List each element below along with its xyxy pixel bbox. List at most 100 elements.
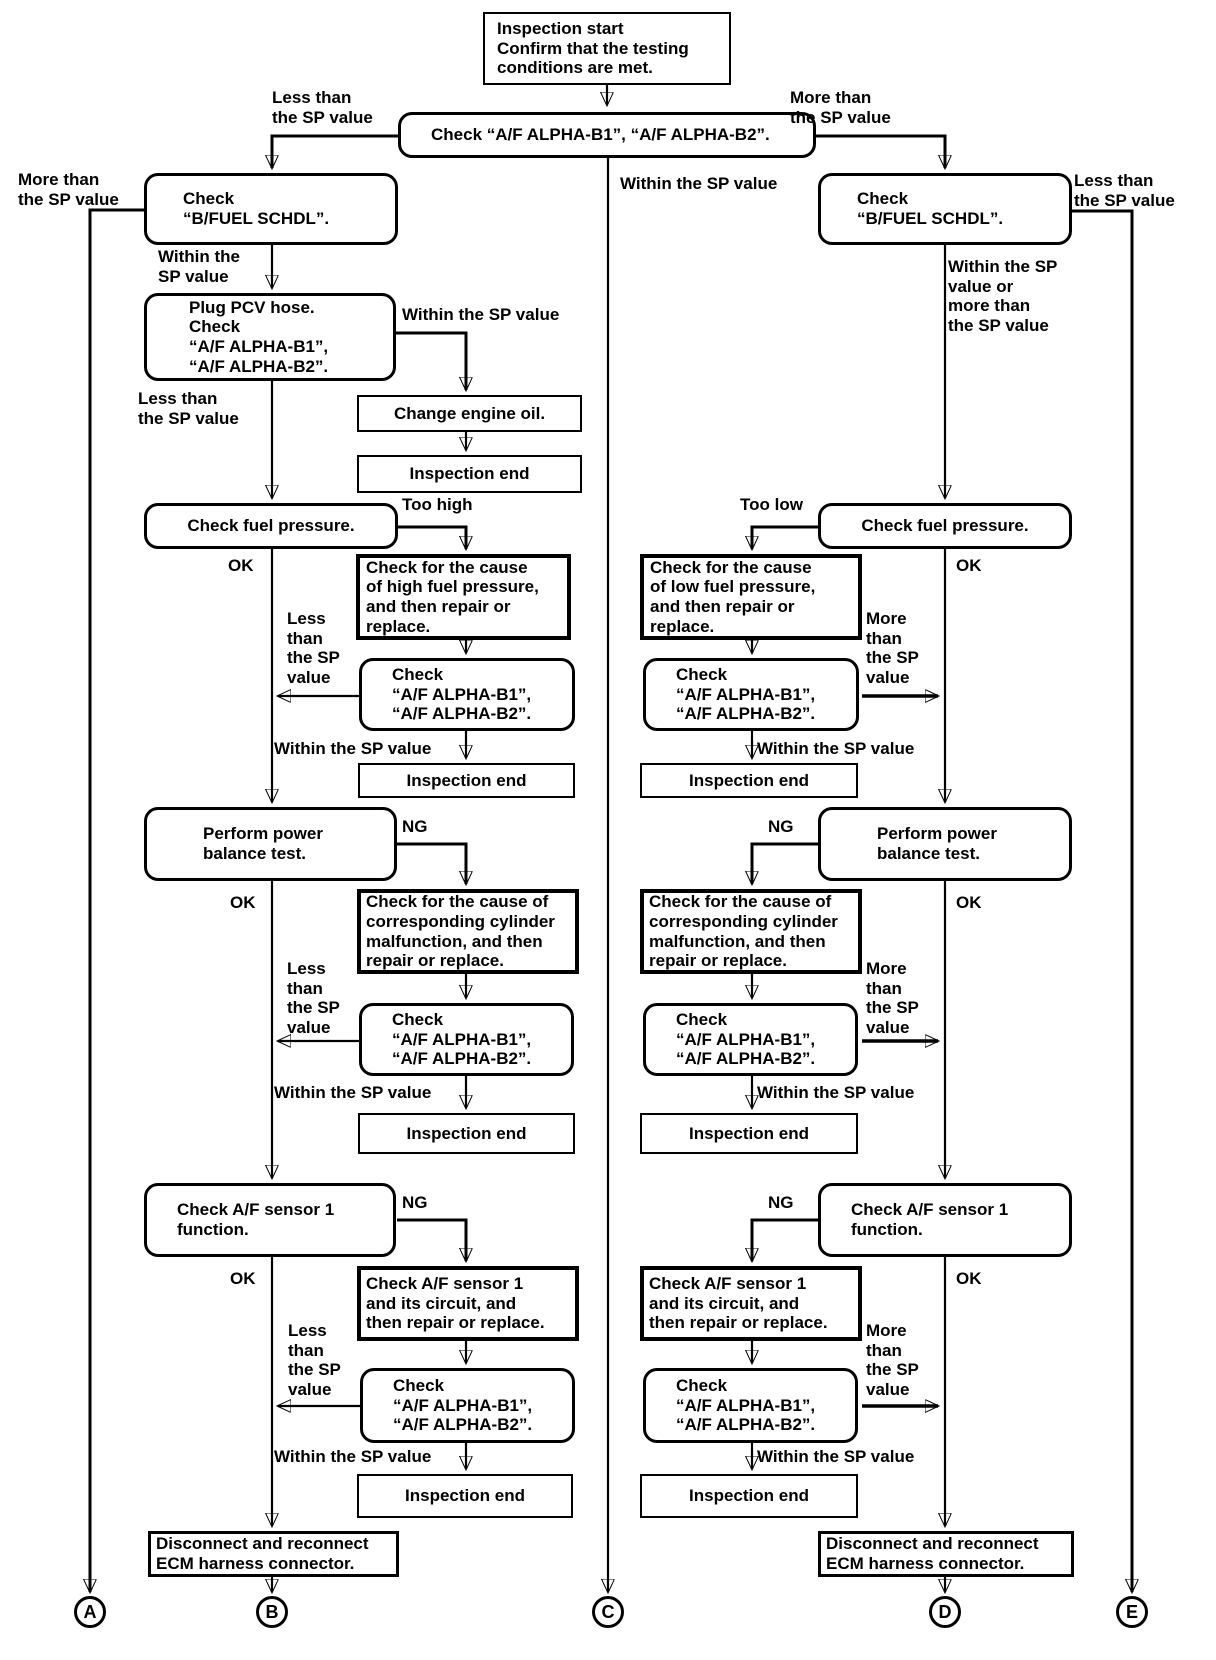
label-ok-left-1: OK [228,556,254,575]
node-check-alpha-right-3: Check “A/F ALPHA-B1”, “A/F ALPHA-B2”. [643,1368,858,1443]
node-text: Check “A/F ALPHA-B1”, “A/F ALPHA-B2”. [393,1375,533,1435]
label-ng-left-2: NG [402,1193,428,1212]
connector-e: E [1116,1596,1148,1628]
flow-lines-left [90,134,466,1592]
label-within-pcv: Within the SP value [402,305,560,324]
node-text: Inspection end [406,770,527,790]
label-less-than-pcv: Less than the SP value [138,389,239,428]
connector-letter: A [83,1601,97,1622]
label-more-than-left: More than the SP value [18,170,119,209]
node-inspection-end-2-left: Inspection end [358,763,575,798]
node-check-af-sensor-left: Check A/F sensor 1 function. [144,1183,396,1257]
node-inspection-end-4-left: Inspection end [357,1474,573,1518]
node-power-balance-right: Perform power balance test. [818,807,1072,881]
node-high-fuel-cause: Check for the cause of high fuel pressur… [356,554,571,640]
node-text: Disconnect and reconnect ECM harness con… [826,1534,1039,1573]
label-ok-right-2: OK [956,893,982,912]
connector-letter: D [938,1601,952,1622]
node-check-fuel-right: Check fuel pressure. [818,503,1072,549]
flow-line [272,134,398,168]
node-text: Check “B/FUEL SCHDL”. [857,189,1004,228]
node-text: Check for the cause of corresponding cyl… [649,892,838,971]
label-too-low: Too low [740,495,803,514]
node-text: Disconnect and reconnect ECM harness con… [156,1534,369,1573]
label-less-than-top: Less than the SP value [272,88,373,127]
label-more-4l-3: More than the SP value [866,1321,919,1399]
connector-letter: E [1125,1601,1138,1622]
flow-line [1072,209,1132,1592]
node-check-alpha-right-1: Check “A/F ALPHA-B1”, “A/F ALPHA-B2”. [643,658,859,731]
node-disconnect-ecm-left: Disconnect and reconnect ECM harness con… [148,1531,399,1577]
label-less-4l-1: Less than the SP value [287,609,340,687]
flow-line [752,842,818,884]
node-text: Check “A/F ALPHA-B1”, “A/F ALPHA-B2”. [676,664,816,724]
flow-line [752,1218,818,1261]
node-text: Check “A/F ALPHA-B1”, “A/F ALPHA-B2”. [676,1375,816,1435]
node-text: Check A/F sensor 1 and its circuit, and … [366,1273,545,1333]
node-inspection-end-1: Inspection end [357,455,582,493]
node-cylinder-cause-right: Check for the cause of corresponding cyl… [640,889,862,974]
node-check-fuel-left: Check fuel pressure. [144,503,398,549]
connector-a: A [74,1596,106,1628]
node-text: Check “A/F ALPHA-B1”, “A/F ALPHA-B2”. [431,125,770,145]
label-within-left-1: Within the SP value [274,739,432,758]
node-check-bfuel-left: Check “B/FUEL SCHDL”. [144,173,398,245]
node-text: Inspection start Confirm that the testin… [497,18,689,78]
node-text: Inspection end [689,1486,809,1506]
label-less-4l-3: Less than the SP value [288,1321,341,1399]
label-within-2l: Within the SP value [158,247,240,286]
node-inspection-end-2-right: Inspection end [640,763,858,798]
node-text: Perform power balance test. [877,824,997,863]
label-ng-right-1: NG [768,817,794,836]
connector-letter: C [601,1601,615,1622]
label-within-right-2: Within the SP value [757,1083,915,1102]
node-check-alpha-right-2: Check “A/F ALPHA-B1”, “A/F ALPHA-B2”. [643,1003,858,1076]
node-text: Check “A/F ALPHA-B1”, “A/F ALPHA-B2”. [392,1009,532,1069]
flow-lines-center [607,85,608,1592]
node-text: Plug PCV hose. Check “A/F ALPHA-B1”, “A/… [189,297,329,376]
node-text: Check A/F sensor 1 function. [177,1200,335,1239]
node-text: Check for the cause of corresponding cyl… [366,892,555,971]
label-ok-right-3: OK [956,1269,982,1288]
label-ok-left-3: OK [230,1269,256,1288]
node-inspection-end-4-right: Inspection end [640,1474,858,1518]
node-text: Check fuel pressure. [187,516,355,536]
node-check-af-sensor-right: Check A/F sensor 1 function. [818,1183,1072,1257]
flow-line [397,525,466,549]
node-text: Inspection end [409,464,530,484]
label-less-4l-2: Less than the SP value [287,959,340,1037]
node-text: Check “A/F ALPHA-B1”, “A/F ALPHA-B2”. [392,664,532,724]
label-less-than-right: Less than the SP value [1074,171,1175,210]
node-text: Check A/F sensor 1 function. [851,1200,1009,1239]
node-text: Inspection end [406,1123,527,1143]
label-within-right-3: Within the SP value [757,1447,915,1466]
flow-line [815,134,945,168]
label-within-or-more: Within the SP value or more than the SP … [948,257,1058,335]
flow-line [396,331,466,390]
node-plug-pcv: Plug PCV hose. Check “A/F ALPHA-B1”, “A/… [144,293,396,381]
label-ng-left-1: NG [402,817,428,836]
label-more-4l-2: More than the SP value [866,959,919,1037]
node-cylinder-cause-left: Check for the cause of corresponding cyl… [357,889,579,974]
node-low-fuel-cause: Check for the cause of low fuel pressure… [640,554,862,640]
label-within-left-2: Within the SP value [274,1083,432,1102]
node-disconnect-ecm-right: Disconnect and reconnect ECM harness con… [818,1531,1074,1577]
node-inspection-start: Inspection start Confirm that the testin… [483,12,731,85]
label-ok-left-2: OK [230,893,256,912]
node-inspection-end-3-right: Inspection end [640,1113,858,1154]
label-too-high: Too high [402,495,473,514]
node-check-alpha-left-3: Check “A/F ALPHA-B1”, “A/F ALPHA-B2”. [360,1368,575,1443]
node-text: Check A/F sensor 1 and its circuit, and … [649,1273,828,1333]
connector-b: B [256,1596,288,1628]
node-text: Inspection end [689,1123,809,1143]
node-text: Check fuel pressure. [861,516,1029,536]
node-af-circuit-left: Check A/F sensor 1 and its circuit, and … [357,1266,579,1341]
node-inspection-end-3-left: Inspection end [358,1113,575,1154]
label-ng-right-2: NG [768,1193,794,1212]
label-within-center: Within the SP value [620,174,778,193]
node-power-balance-left: Perform power balance test. [144,807,397,881]
connector-letter: B [265,1601,279,1622]
connector-d: D [929,1596,961,1628]
flow-line [397,1218,466,1261]
